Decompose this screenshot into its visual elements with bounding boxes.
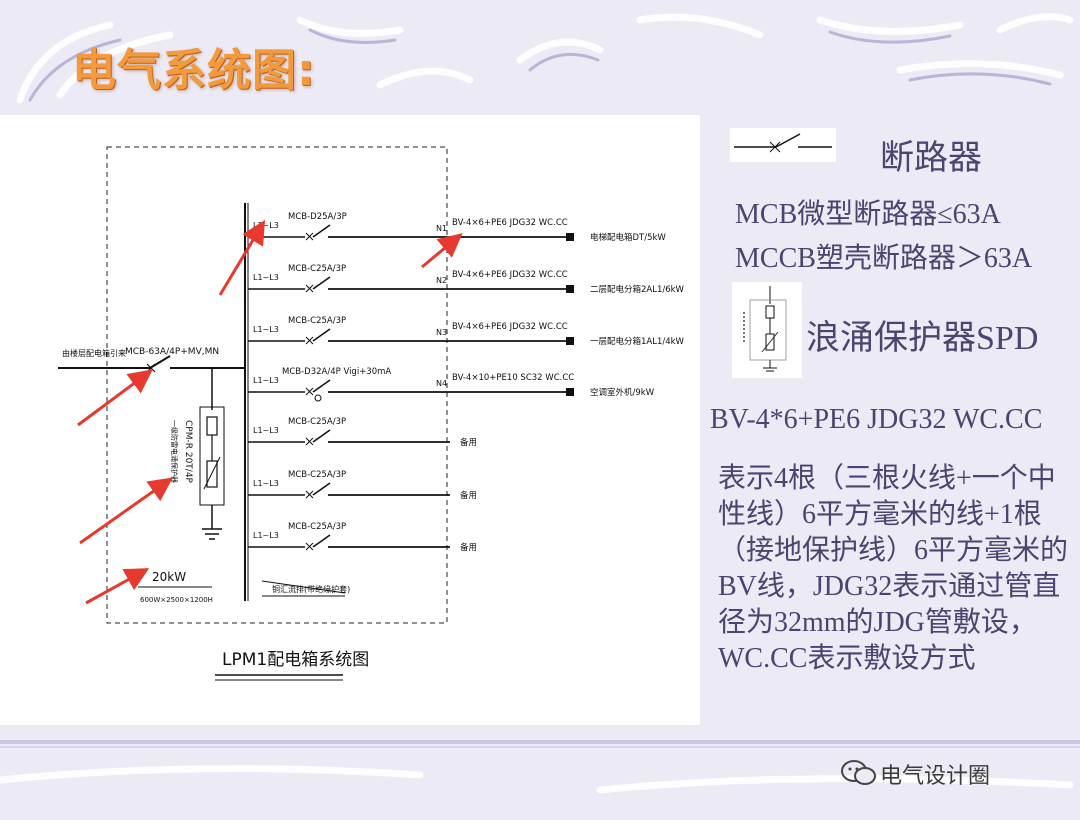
- circuit-terminal: [566, 233, 574, 241]
- circuit-phase: L1~L3: [253, 376, 279, 385]
- circuit-breaker-label: MCB-D32A/4P Vigi+30mA: [282, 367, 391, 377]
- enclosure-dashed-box: [106, 146, 448, 624]
- branch-breaker-symbol: [248, 328, 570, 345]
- circuit-phase: L1~L3: [253, 221, 279, 230]
- power-label: 20kW: [152, 570, 186, 584]
- circuit-breaker-label: MCB-C25A/3P: [288, 316, 346, 326]
- spd-note-label: 一级防雷电涌保护器: [170, 420, 179, 483]
- circuit-row: L1~L3 MCB-C25A/3P N3 BV-4×6+PE6 JDG32 WC…: [248, 316, 685, 347]
- spd-legend-label: 浪涌保护器SPD: [806, 320, 1039, 357]
- spd-branch: [199, 368, 225, 540]
- circuit-number: N4: [436, 379, 447, 388]
- circuit-terminal: [566, 388, 574, 396]
- circuit-breaker-label: MCB-C25A/3P: [288, 417, 346, 427]
- circuit-phase: L1~L3: [253, 273, 279, 282]
- circuit-breaker-label: MCB-C25A/3P: [288, 522, 346, 532]
- distribution-box-diagram: 由楼层配电箱引来 MCB-63A/4P+MV,MN CPM-R 20T/4P 一…: [0, 115, 700, 725]
- circuit-load: 备用: [460, 437, 477, 448]
- arrow-power: [85, 568, 150, 605]
- bus-label: 铜汇流排(带绝缘护套): [272, 584, 350, 594]
- system-diagram-svg: 由楼层配电箱引来 MCB-63A/4P+MV,MN CPM-R 20T/4P 一…: [58, 146, 685, 681]
- main-breaker-label: MCB-63A/4P+MV,MN: [125, 347, 219, 357]
- watermark-text: 电气设计圈: [880, 764, 991, 789]
- circuit-load: 一层配电分箱1AL1/4kW: [590, 336, 685, 347]
- circuit-row: L1~L3 MCB-C25A/3P 备用: [248, 522, 477, 553]
- circuit-load: 空调室外机/9kW: [590, 387, 655, 398]
- main-breaker-symbol: [146, 355, 245, 373]
- circuit-number: N1: [436, 224, 447, 233]
- circuit-cable: BV-4×6+PE6 JDG32 WC.CC: [452, 322, 568, 332]
- box-size-label: 600W×2500×1200H: [140, 596, 213, 604]
- circuit-row: L1~L3 MCB-C25A/3P 备用: [248, 470, 477, 501]
- spd-model-label: CPM-R 20T/4P: [183, 420, 193, 484]
- circuit-breaker-label: MCB-D25A/3P: [288, 212, 347, 222]
- arrow-phase: [218, 219, 266, 296]
- chat-bubble-icon: [841, 760, 876, 785]
- branch-breaker-symbol: [248, 429, 450, 446]
- branch-breaker-symbol: [248, 534, 450, 551]
- circuit-cable: BV-4×6+PE6 JDG32 WC.CC: [452, 218, 568, 228]
- branch-breaker-symbol: [248, 276, 570, 293]
- mcb-text: MCB微型断路器≤63A: [735, 199, 1001, 230]
- circuit-phase: L1~L3: [253, 426, 279, 435]
- circuit-terminal: [566, 285, 574, 293]
- mccb-text: MCCB塑壳断路器＞63A: [735, 243, 1033, 274]
- circuit-load: 备用: [460, 542, 477, 553]
- circuit-cable: BV-4×6+PE6 JDG32 WC.CC: [452, 270, 568, 280]
- circuit-row: L1~L3 MCB-D32A/4P Vigi+30mA N4 BV-4×10+P…: [248, 367, 655, 402]
- annotation-arrows: [77, 219, 463, 605]
- branch-breaker-symbol: [248, 379, 570, 402]
- circuit-phase: L1~L3: [253, 479, 279, 488]
- circuit-number: N3: [436, 328, 447, 337]
- arrow-main-breaker: [77, 369, 153, 427]
- spd-symbol-icon: [732, 282, 802, 378]
- circuit-phase: L1~L3: [253, 325, 279, 334]
- circuit-phase: L1~L3: [253, 531, 279, 540]
- circuit-breaker-label: MCB-C25A/3P: [288, 264, 346, 274]
- circuit-cable: BV-4×10+PE10 SC32 WC.CC: [452, 373, 574, 383]
- circuit-breaker-label: MCB-C25A/3P: [288, 470, 346, 480]
- circuit-terminal: [566, 337, 574, 345]
- branch-breaker-symbol: [248, 482, 450, 499]
- breaker-symbol-icon: [730, 128, 836, 162]
- circuit-load: 二层配电分箱2AL1/6kW: [590, 284, 685, 295]
- incoming-label: 由楼层配电箱引来: [62, 348, 126, 358]
- circuit-row: L1~L3 MCB-C25A/3P N2 BV-4×6+PE6 JDG32 WC…: [248, 264, 685, 295]
- slide-title: 电气系统图:: [72, 45, 316, 96]
- cable-description: 表示4根（三根火线+一个中性线）6平方毫米的线+1根（接地保护线）6平方毫米的B…: [718, 463, 1069, 674]
- circuit-number: N2: [436, 276, 447, 285]
- circuit-load: 备用: [460, 490, 477, 501]
- cable-spec: BV-4*6+PE6 JDG32 WC.CC: [710, 404, 1043, 435]
- circuit-row: L1~L3 MCB-C25A/3P 备用: [248, 417, 477, 448]
- breaker-legend-label: 断路器: [880, 140, 982, 177]
- diagram-caption: LPM1配电箱系统图: [222, 650, 369, 670]
- arrow-cable: [421, 233, 463, 269]
- arrow-spd: [79, 477, 173, 545]
- circuit-load: 电梯配电箱DT/5kW: [590, 232, 666, 243]
